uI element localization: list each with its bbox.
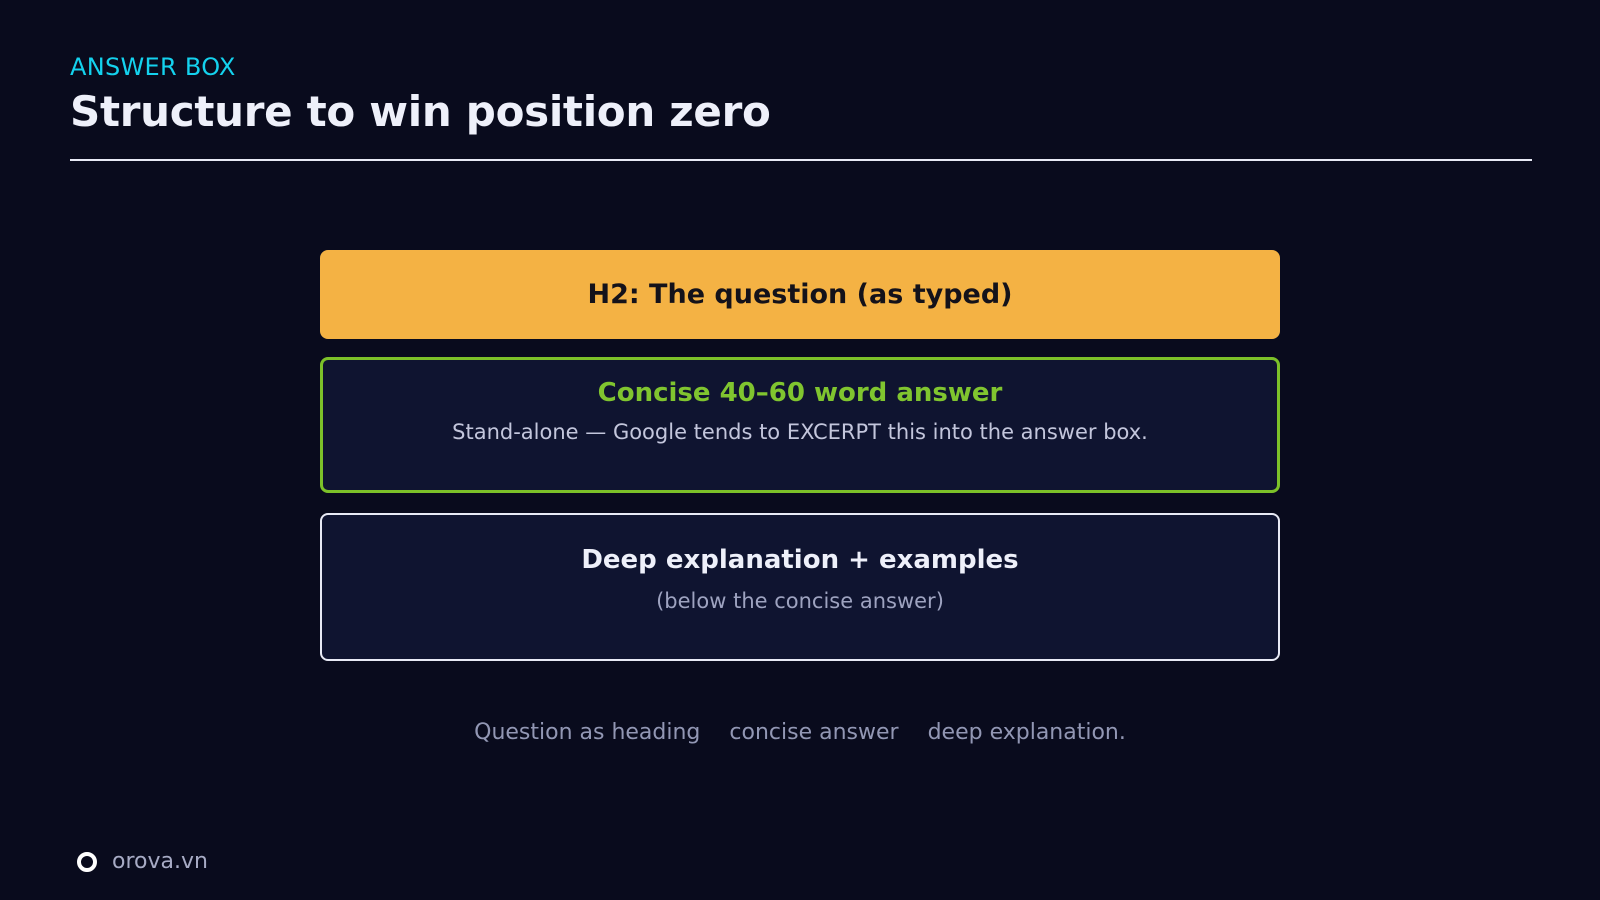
footer-brand: orova.vn	[77, 848, 208, 876]
slide-header: ANSWER BOX Structure to win position zer…	[70, 52, 1532, 138]
concise-answer-box: Concise 40–60 word answer Stand-alone — …	[320, 357, 1280, 493]
deep-explanation-subtext: (below the concise answer)	[656, 589, 944, 613]
deep-explanation-box: Deep explanation + examples (below the c…	[320, 513, 1280, 661]
question-heading-box: H2: The question (as typed)	[320, 250, 1280, 339]
flow-step-deep: deep explanation.	[927, 720, 1126, 745]
question-heading-label: H2: The question (as typed)	[587, 279, 1013, 310]
brand-ring-icon	[77, 852, 97, 872]
header-divider	[70, 159, 1532, 161]
flow-step-concise: concise answer	[729, 720, 899, 745]
slide-title: Structure to win position zero	[70, 87, 771, 136]
flow-step-question: Question as heading	[474, 720, 701, 745]
section-eyebrow: ANSWER BOX	[70, 53, 236, 81]
deep-explanation-heading: Deep explanation + examples	[581, 545, 1019, 575]
structure-flow-caption: Question as heading concise answer deep …	[0, 718, 1600, 748]
concise-answer-heading: Concise 40–60 word answer	[597, 378, 1003, 408]
brand-name: orova.vn	[112, 849, 208, 874]
concise-answer-subtext: Stand-alone — Google tends to EXCERPT th…	[452, 420, 1148, 444]
